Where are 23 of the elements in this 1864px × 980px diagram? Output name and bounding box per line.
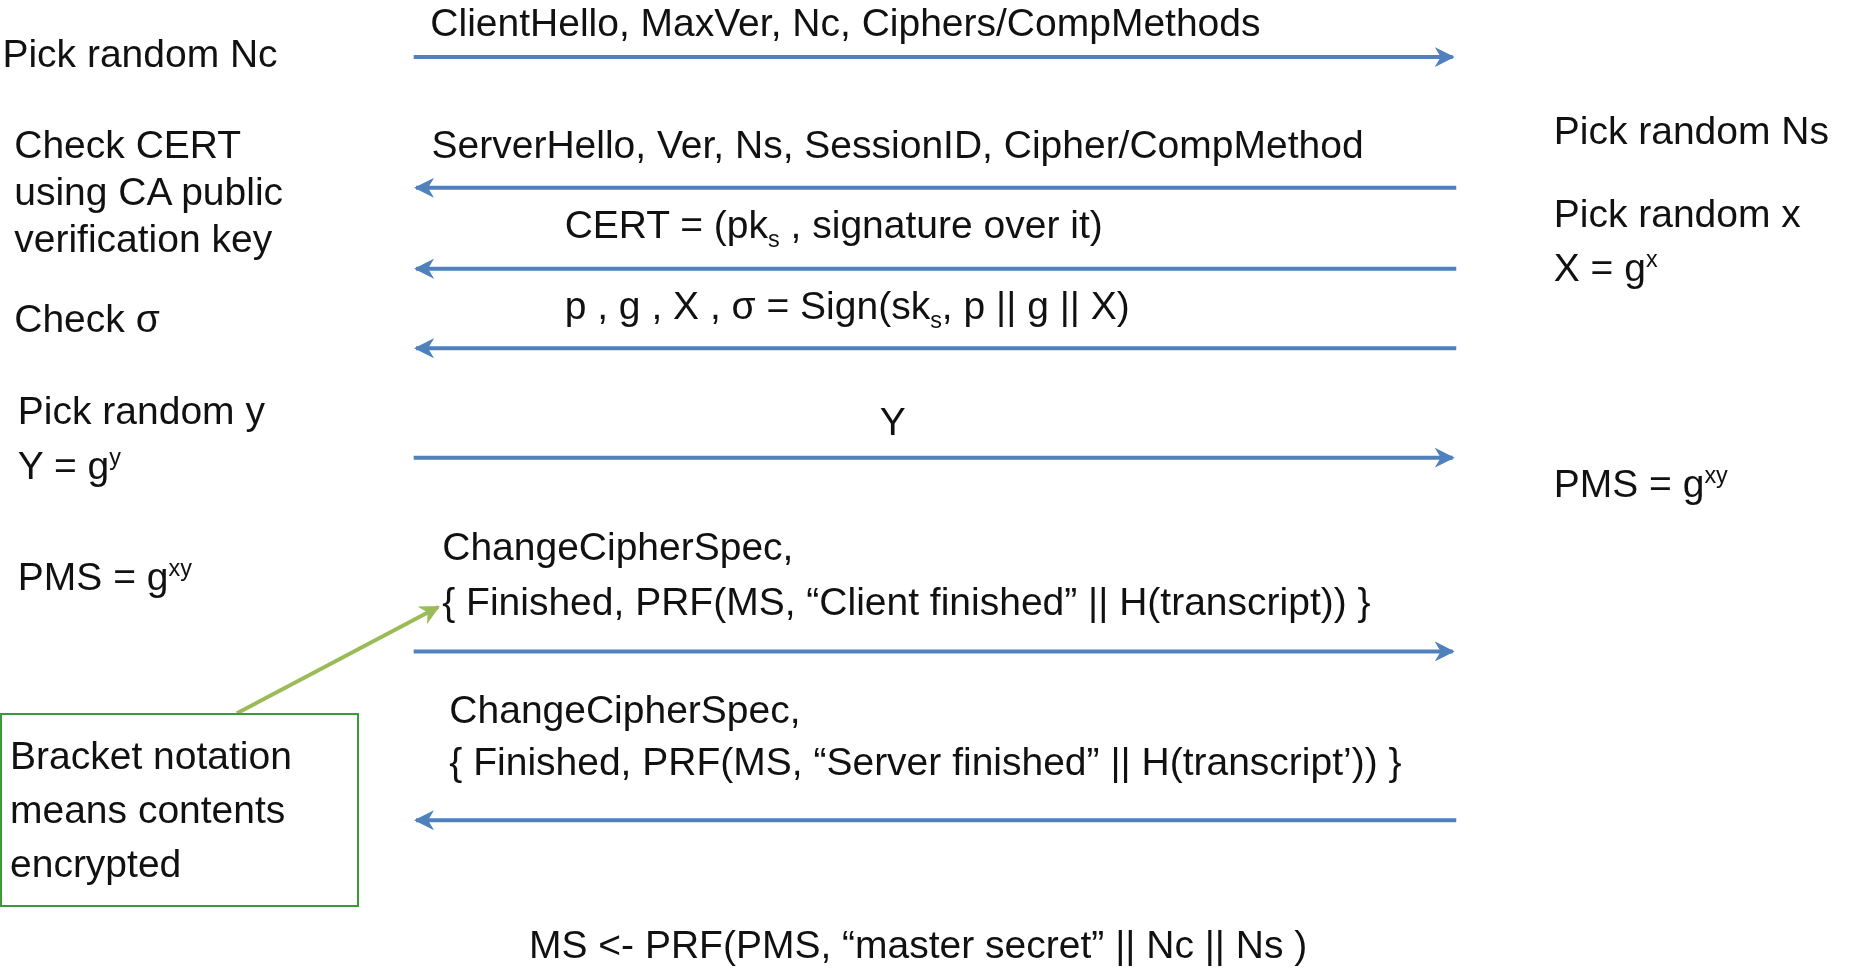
step-text: Check σ: [14, 296, 160, 342]
step-text: Pick random Nc: [2, 30, 278, 77]
message-label: ChangeCipherSpec,: [442, 524, 794, 571]
leader-line: [236, 605, 440, 715]
message-label: p , g , X , σ = Sign(sk$_{s}$, p || g || X): [564, 282, 1130, 334]
message-label: ClientHello, MaxVer, Nc, Ciphers/CompMethods: [430, 0, 1261, 46]
message-label: Y: [879, 399, 906, 446]
formula-text: PMS = g$^{xy}$: [17, 553, 192, 600]
callout-text: Bracket notation means contents encrypted: [10, 733, 293, 887]
formula-text: MS <- PRF(PMS, “master secret” || Nc || Ns ): [529, 922, 1308, 969]
step-text: Check CERT using CA public verification key: [14, 122, 285, 263]
formula-text: PMS = g$^{xy}$: [1553, 461, 1728, 508]
formula-text: X = g$^{x}$: [1553, 244, 1658, 291]
message-label: ServerHello, Ver, Ns, SessionID, Cipher/CompMethod: [431, 122, 1364, 169]
step-text: Pick random y: [17, 387, 265, 434]
callout-box: [0, 713, 359, 907]
message-label: CERT = (pk$_{s}$ , signature over it): [564, 202, 1103, 253]
step-text: Pick random Ns: [1553, 108, 1829, 155]
message-label: ChangeCipherSpec,: [449, 687, 801, 734]
message-label: { Finished, PRF(MS, “Client finished” || H(transcript)) }: [442, 578, 1371, 626]
formula-text: Y = g$^{y}$: [17, 443, 121, 490]
message-label: { Finished, PRF(MS, “Server finished” || H(transcript’)) }: [449, 739, 1402, 786]
step-text: Pick random x: [1553, 191, 1801, 238]
